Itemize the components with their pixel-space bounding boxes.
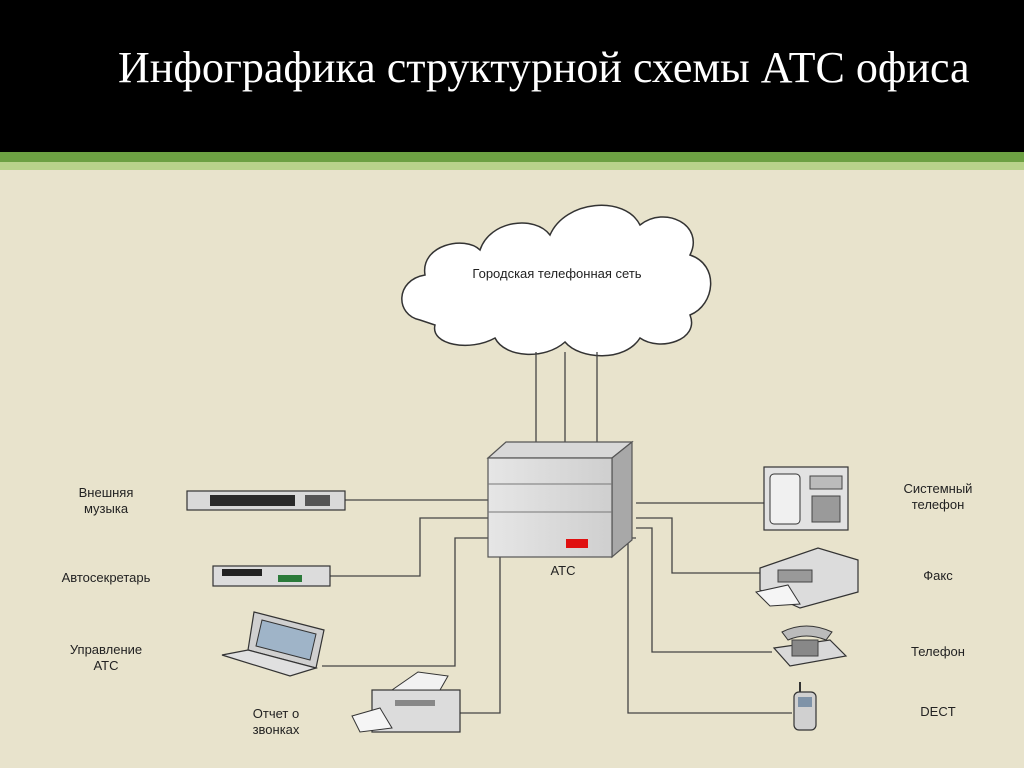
city-network-cloud: Городская телефонная сеть <box>401 204 712 357</box>
label-report-line2: звонках <box>253 722 300 737</box>
accent-bar-light <box>0 162 1024 170</box>
label-fax: Факс <box>923 568 953 583</box>
label-music-line2: музыка <box>84 501 129 516</box>
pbx-top <box>486 441 634 459</box>
telephone-icon <box>772 625 848 667</box>
system-telephone-icon <box>763 466 849 531</box>
line-report <box>460 555 501 714</box>
accent-bar <box>0 152 1024 162</box>
slide-header: Инфографика структурной схемы АТС офиса <box>0 0 1024 152</box>
label-management-line1: Управление <box>70 642 142 657</box>
music-server-icon <box>186 490 346 511</box>
cloud-label: Городская телефонная сеть <box>472 266 641 281</box>
fax-machine-icon <box>754 547 859 609</box>
pbx-front <box>487 457 613 558</box>
dect-handset-icon <box>793 682 817 731</box>
pbx-side <box>611 440 633 559</box>
pbx-structure-diagram: Городская телефонная сеть АТС <box>62 204 973 737</box>
laptop-icon <box>221 611 325 677</box>
label-report-line1: Отчет о <box>253 706 299 721</box>
pbx-unit: АТС <box>486 440 634 578</box>
pbx-label: АТС <box>551 563 576 578</box>
label-phone: Телефон <box>911 644 965 659</box>
report-printer-icon <box>351 671 461 733</box>
pbx-indicator <box>566 539 588 548</box>
label-management-line2: АТС <box>94 658 119 673</box>
label-autosecretary: Автосекретарь <box>62 570 151 585</box>
cloud-shape <box>401 204 712 357</box>
device-labels: Внешняя музыка Автосекретарь Управление … <box>62 481 973 737</box>
label-system-phone-line1: Системный <box>904 481 973 496</box>
label-system-phone-line2: телефон <box>912 497 965 512</box>
slide-title: Инфографика структурной схемы АТС офиса <box>118 43 970 92</box>
label-dect: DECT <box>920 704 955 719</box>
line-management <box>322 537 488 667</box>
label-music-line1: Внешняя <box>79 485 134 500</box>
line-autosecretary <box>330 517 488 577</box>
line-phone <box>636 527 772 653</box>
autosecretary-device-icon <box>212 565 331 587</box>
line-fax <box>636 517 765 574</box>
